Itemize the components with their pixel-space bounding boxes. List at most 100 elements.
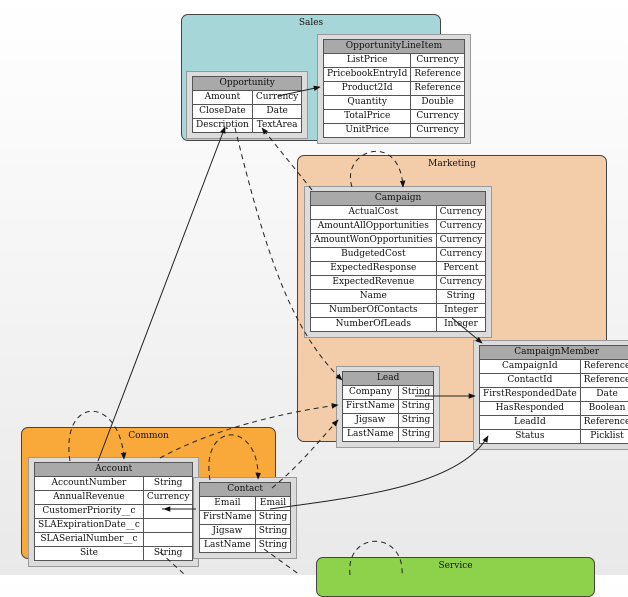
field-name: LastName <box>200 539 256 553</box>
field-type <box>143 533 193 547</box>
field-name: UnitPrice <box>324 124 411 138</box>
field-name: Amount <box>193 91 253 105</box>
field-type: Email <box>255 497 291 511</box>
field-type: String <box>255 511 291 525</box>
field-type: String <box>398 400 434 414</box>
field-type: Currency <box>411 110 465 124</box>
package-title: Sales <box>182 18 440 28</box>
field-name: AmountAllOpportunities <box>311 220 437 234</box>
field-name: Company <box>343 386 399 400</box>
field-name: FirstName <box>200 511 256 525</box>
field-type: Boolean <box>580 402 628 416</box>
field-name: ActualCost <box>311 206 437 220</box>
field-type: Currency <box>436 276 486 290</box>
field-type: String <box>255 525 291 539</box>
field-name: SLASerialNumber__c <box>35 533 144 547</box>
field-name: Email <box>200 497 256 511</box>
field-type: Currency <box>143 491 193 505</box>
field-name: Site <box>35 547 144 561</box>
field-name: TotalPrice <box>324 110 411 124</box>
field-type: Reference <box>411 68 465 82</box>
field-name: Name <box>311 290 437 304</box>
field-type <box>143 519 193 533</box>
package-title: Common <box>22 431 275 441</box>
field-name: Status <box>480 430 581 444</box>
field-name: LeadId <box>480 416 581 430</box>
entity-title: Lead <box>343 372 434 386</box>
entity-title: Contact <box>200 483 291 497</box>
field-type: Date <box>252 105 302 119</box>
field-type: Currency <box>411 54 465 68</box>
field-type: Currency <box>436 234 486 248</box>
field-name: FirstName <box>343 400 399 414</box>
field-name: CloseDate <box>193 105 253 119</box>
field-name: ListPrice <box>324 54 411 68</box>
package-service: Service <box>316 557 595 597</box>
field-type: String <box>255 539 291 553</box>
field-type: String <box>398 386 434 400</box>
field-type: String <box>436 290 486 304</box>
field-name: Quantity <box>324 96 411 110</box>
field-name: LastName <box>343 428 399 442</box>
field-name: BudgetedCost <box>311 248 437 262</box>
field-name: AmountWonOpportunities <box>311 234 437 248</box>
field-type: Date <box>580 388 628 402</box>
field-row: CustomerPriority__c <box>35 505 193 519</box>
field-name: PricebookEntryId <box>324 68 411 82</box>
entity-title: OpportunityLineItem <box>324 40 465 54</box>
edge-account-to-opportunity <box>98 127 225 461</box>
package-title: Marketing <box>298 159 606 169</box>
field-name: ExpectedResponse <box>311 262 437 276</box>
field-name: Description <box>193 119 253 133</box>
field-name: AccountNumber <box>35 477 144 491</box>
field-name: ExpectedRevenue <box>311 276 437 290</box>
field-name: ContactId <box>480 374 581 388</box>
field-type: Integer <box>436 304 486 318</box>
field-type: String <box>398 414 434 428</box>
field-type: Reference <box>580 360 628 374</box>
field-type: Currency <box>252 91 302 105</box>
field-type: Reference <box>411 82 465 96</box>
field-name: NumberOfLeads <box>311 318 437 332</box>
field-type: Double <box>411 96 465 110</box>
field-name: Jigsaw <box>200 525 256 539</box>
field-type: Integer <box>436 318 486 332</box>
field-row: SLAExpirationDate__c <box>35 519 193 533</box>
package-title: Service <box>317 561 594 571</box>
field-type: Currency <box>436 220 486 234</box>
entity-title: Account <box>35 463 193 477</box>
field-name: FirstRespondedDate <box>480 388 581 402</box>
field-type: String <box>398 428 434 442</box>
field-type: Currency <box>411 124 465 138</box>
